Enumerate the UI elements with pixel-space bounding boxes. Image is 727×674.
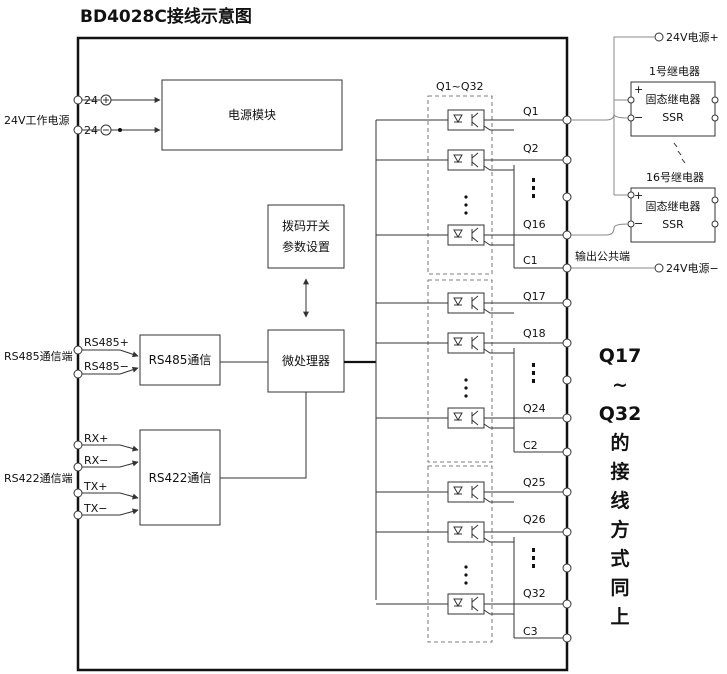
rs422-terminal-rx-plus [73,440,83,450]
power-terminal-positive [73,95,83,105]
output-q26-label: Q26 [523,513,546,526]
output-q32-label: Q32 [523,587,546,600]
power-terminal-negative [73,125,83,135]
vertical-note-char: 方 [610,518,629,541]
optocoupler-cells [396,109,514,615]
optocoupler-cell [396,292,514,314]
output-q17-label: Q17 [523,290,546,303]
output-common-label: 输出公共端 [575,249,630,263]
external-24v-plus-terminal [654,32,664,42]
plus-circle-icon [100,94,112,106]
rs422-pin-tx-minus-label: TX− [83,502,107,515]
optocoupler-cell [396,521,514,543]
relay-16-title: 16号继电器 [646,171,704,184]
relay-1-title: 1号继电器 [649,65,700,78]
rs485-pin-minus-label: RS485− [84,360,129,373]
minus-circle-icon [100,124,112,136]
optocoupler-cell [396,109,514,131]
rs422-pin-rx-plus-label: RX+ [84,432,108,445]
vertical-note-char: Q32 [599,403,642,425]
external-24v-minus-label: 24V电源− [666,261,719,275]
output-group-2: Q17 Q18 Q24 C2 [523,290,546,452]
rs422-module-box [139,429,221,526]
output-q18-label: Q18 [523,327,546,340]
external-24v-plus-label: 24V电源+ [666,30,719,44]
vertical-note-char: 同 [610,577,629,599]
dip-switch-label-line1: 拨码开关 [282,219,330,233]
relay-1-plus-sign: + [634,83,643,96]
page-title: BD4028C接线示意图 [80,6,252,27]
vertical-note-char: 线 [610,489,629,512]
rs485-module-label: RS485通信 [149,353,212,367]
output-group-1: Q1 Q2 Q16 C1 [523,105,546,267]
optocoupler-cell [396,224,514,246]
output-q1-label: Q1 [523,105,539,118]
output-c2-label: C2 [523,439,538,452]
output-c1-label: C1 [523,254,538,267]
relay-16-box [630,187,716,243]
optocoupler-cell [396,481,514,503]
dip-switch-box [267,204,345,269]
output-wires [490,119,563,639]
rs485-module-box [139,334,221,386]
optocoupler-cell [396,593,514,615]
optocoupler-cell [396,332,514,354]
opto-ellipsis [464,195,468,585]
output-q2-label: Q2 [523,142,539,155]
vertical-note-char: ~ [612,374,628,396]
rs485-port-label: RS485通信端 [4,350,73,363]
rs422-terminal-tx-plus [73,488,83,498]
output-group-3: Q25 Q26 Q32 C3 [523,476,546,638]
relay-16-line2: SSR [662,218,684,231]
relay-16-line1: 固态继电器 [646,200,701,213]
rs422-terminal-rx-minus [73,462,83,472]
optocoupler-zone-3 [427,465,493,643]
relay-1-box [630,81,716,137]
output-q25-label: Q25 [523,476,546,489]
relay-16-plus-sign: + [634,189,643,202]
relay-16-minus-sign: − [634,217,643,230]
output-terminals [562,115,572,643]
power-module-box [161,79,343,151]
dip-switch-label-line2: 参数设置 [282,239,330,254]
optocoupler-zone-1 [427,95,493,275]
rs485-pin-plus-label: RS485+ [84,336,129,349]
mcu-box [267,329,345,393]
external-24v-minus-terminal [654,263,664,273]
output-c3-label: C3 [523,625,538,638]
vertical-note-char: 接 [610,461,629,483]
optocoupler-cell [396,149,514,171]
vertical-note-char: Q17 [599,345,642,367]
rs485-terminal-minus [73,369,83,379]
vertical-note-char: 上 [610,606,629,628]
power-module-label: 电源模块 [228,108,276,122]
output-ellipsis [532,178,535,568]
relay-1-line2: SSR [662,111,684,124]
rs422-pin-rx-minus-label: RX− [84,454,108,467]
optocoupler-cell [396,407,514,429]
rs422-module-label: RS422通信 [149,471,212,485]
rs485-terminal-plus [73,345,83,355]
mcu-label: 微处理器 [282,354,330,368]
relay-1-minus-sign: − [634,111,643,124]
relay-ellipsis [673,142,686,164]
output-q24-label: Q24 [523,402,546,415]
relay-1-line1: 固态继电器 [646,93,701,106]
rs422-pin-tx-plus-label: TX+ [83,480,107,493]
bus-stubs [376,119,396,605]
power-source-label: 24V工作电源 [4,113,70,127]
output-q16-label: Q16 [523,218,546,231]
optocoupler-group-label: Q1~Q32 [436,80,484,93]
rs422-terminal-tx-minus [73,510,83,520]
optocoupler-zone-2 [427,279,493,463]
rs422-port-label: RS422通信端 [4,472,73,485]
vertical-note-char: 式 [610,547,629,570]
vertical-note-char: 的 [610,431,629,454]
